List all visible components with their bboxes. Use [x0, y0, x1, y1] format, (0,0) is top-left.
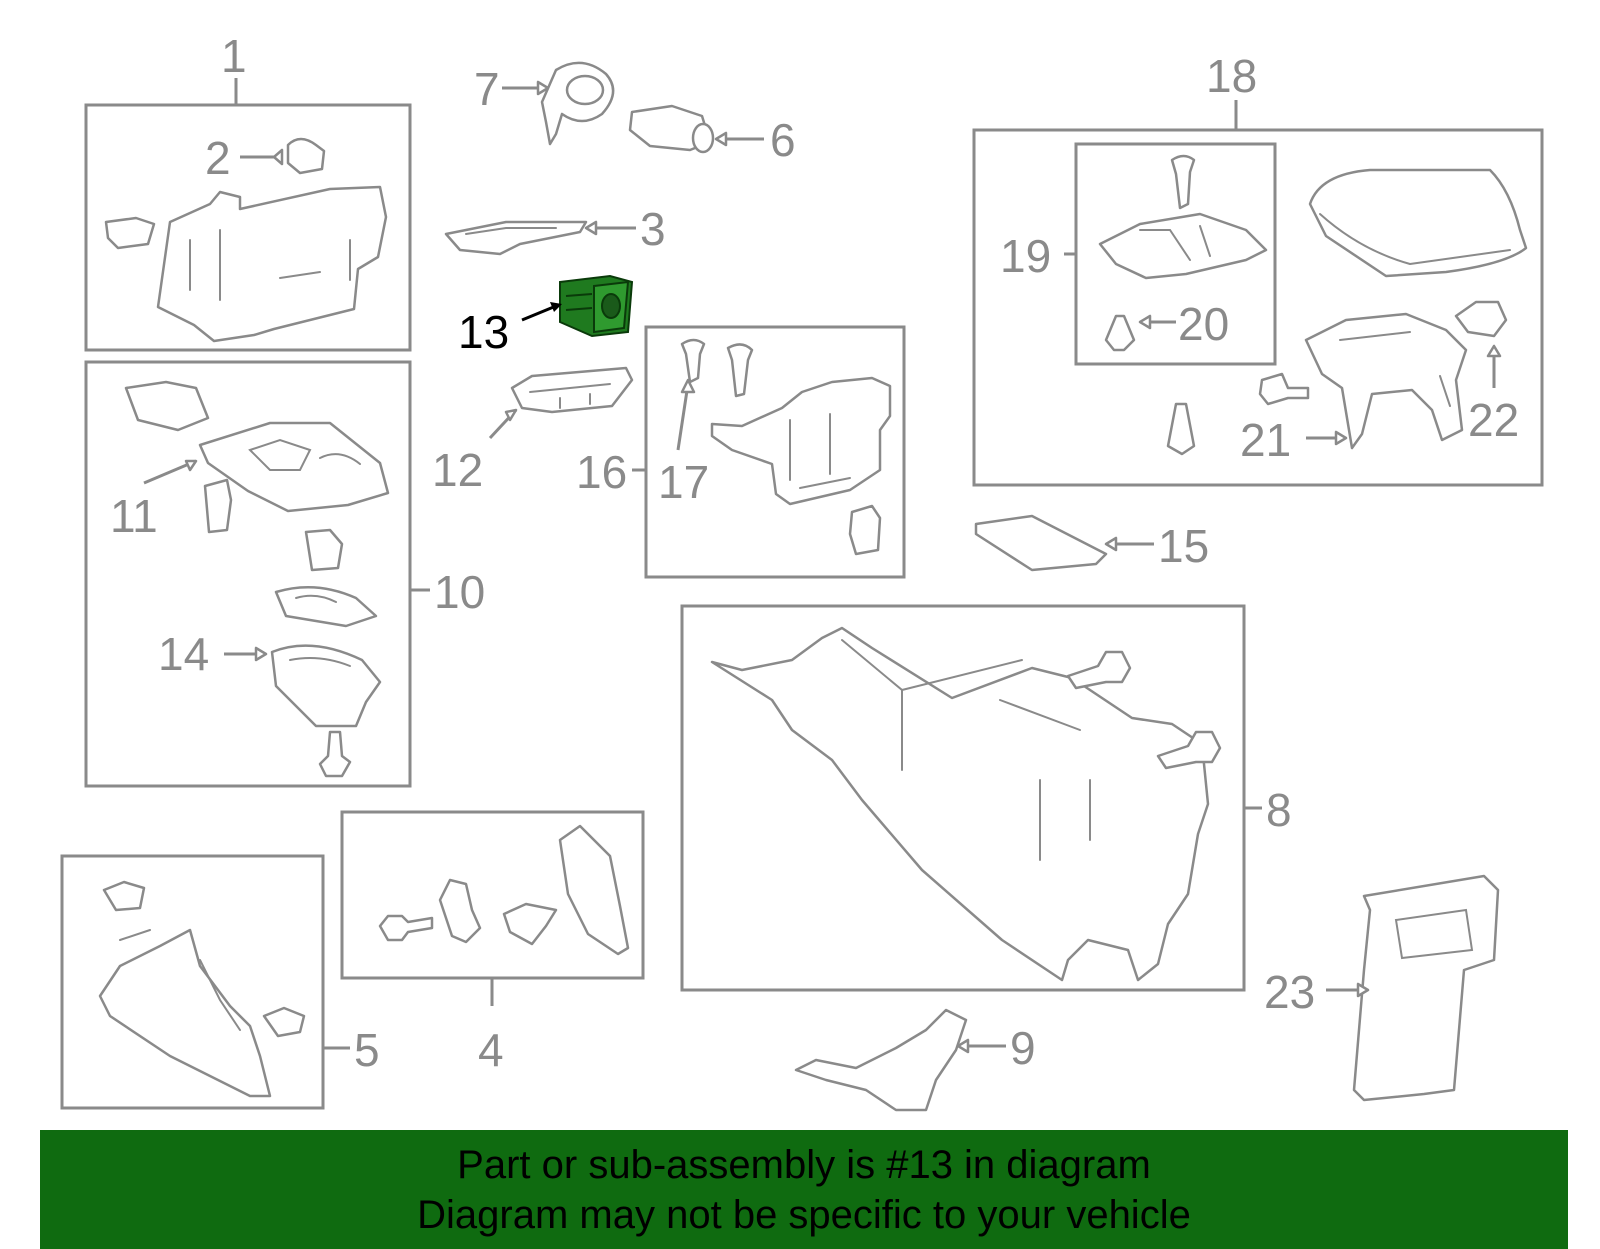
banner-line-1: Part or sub-assembly is #13 in diagram [457, 1143, 1151, 1187]
switch-panel-part-12 [510, 366, 634, 414]
part-23: 23 [1264, 874, 1500, 1102]
callout-7: 7 [474, 63, 500, 115]
clip-part-22 [1454, 300, 1508, 338]
clip-part-20 [1104, 314, 1136, 352]
callout-3: 3 [640, 203, 666, 255]
group-5: 5 [60, 854, 380, 1110]
console-bracket-part-1 [156, 185, 388, 343]
lid-part [124, 380, 210, 432]
callout-17: 17 [658, 456, 709, 508]
callout-11: 11 [110, 490, 158, 542]
center-top-parts: 7 6 3 13 12 [432, 61, 796, 496]
clip-part-2 [286, 137, 326, 175]
armrest-lid [1308, 168, 1528, 278]
clip-part-16 [848, 504, 882, 556]
group-10-box [84, 360, 412, 788]
screw-part-17b [726, 343, 754, 398]
console-box-part-8 [710, 626, 1210, 982]
group-1: 1 2 [84, 30, 412, 352]
screw-part-17a [680, 338, 706, 384]
callout-1: 1 [221, 30, 247, 82]
callout-20: 20 [1178, 298, 1229, 350]
clip-part-10a [203, 478, 233, 534]
bolt-part-8b [1156, 730, 1222, 770]
callout-21: 21 [1240, 414, 1291, 466]
mat-part-15 [974, 514, 1108, 572]
callout-10: 10 [434, 566, 485, 618]
clip-part-5b [262, 1006, 306, 1038]
banner-line-2: Diagram may not be specific to your vehi… [417, 1193, 1191, 1237]
callout-2: 2 [205, 132, 231, 184]
callout-22: 22 [1468, 394, 1519, 446]
parts-diagram: 1 2 10 11 14 7 [60, 30, 1544, 1112]
group-18-box [972, 128, 1544, 487]
armrest-hinge-part-21 [1304, 312, 1468, 450]
callout-6: 6 [770, 114, 796, 166]
callout-5: 5 [354, 1024, 380, 1076]
group-5-box [60, 854, 325, 1110]
info-banner: Part or sub-assembly is #13 in diagram D… [40, 1130, 1568, 1249]
clip-part-18 [1166, 402, 1196, 456]
callout-18: 18 [1206, 50, 1257, 102]
callout-19: 19 [1000, 230, 1051, 282]
callout-8: 8 [1266, 784, 1292, 836]
trim-part-4 [558, 824, 630, 956]
group-16-box [644, 325, 906, 579]
side-panel-part-5 [98, 928, 272, 1098]
bracket-part-9 [794, 1008, 968, 1112]
highlighted-switch-part-13[interactable] [559, 274, 634, 338]
screw-part-19 [1170, 154, 1196, 210]
group-8-box [680, 604, 1246, 992]
callout-23: 23 [1264, 966, 1315, 1018]
clip-part-10b [304, 528, 344, 572]
part-9: 9 [794, 1008, 1036, 1112]
callout-15: 15 [1158, 520, 1209, 572]
clip-part-4 [502, 902, 558, 946]
callout-4: 4 [478, 1024, 504, 1076]
group-18: 18 19 20 21 22 [972, 50, 1544, 487]
callout-12: 12 [432, 444, 483, 496]
callout-9: 9 [1010, 1022, 1036, 1074]
group-10: 10 11 14 [84, 360, 485, 788]
bracket-part-4 [438, 878, 482, 944]
clip-part-1b [104, 216, 156, 250]
bolt-part-8a [1066, 650, 1132, 690]
mat-part-3 [444, 220, 588, 256]
callout-13: 13 [458, 306, 509, 358]
shift-base-part-19 [1098, 212, 1268, 280]
rear-panel-part-23 [1352, 874, 1500, 1102]
group-16: 16 17 [576, 325, 906, 579]
cup-holder-part-14 [270, 644, 382, 728]
group-1-box [84, 103, 412, 352]
callout-16: 16 [576, 446, 627, 498]
part-15: 15 [974, 514, 1209, 572]
group-4: 4 [340, 810, 645, 1076]
pin-part [1258, 372, 1310, 406]
bolt-part-10 [318, 730, 352, 778]
clip-part-5a [102, 880, 146, 912]
bolt-part-4 [378, 914, 434, 942]
cup-holder-ring [274, 585, 378, 628]
callout-14: 14 [158, 628, 209, 680]
shift-panel-part-11 [198, 421, 390, 513]
bracket-part-16 [710, 376, 892, 506]
group-8: 8 [680, 604, 1292, 992]
